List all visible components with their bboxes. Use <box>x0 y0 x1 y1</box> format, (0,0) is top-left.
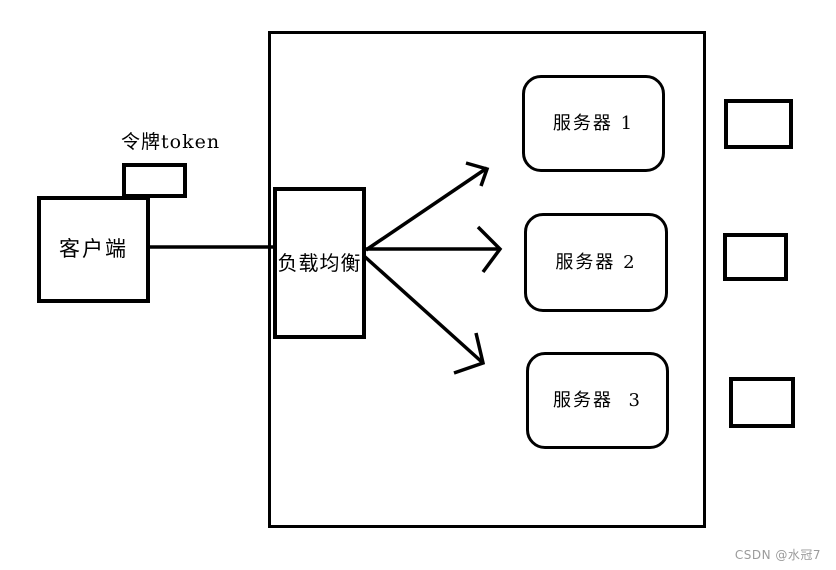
server-3-label: 服务器 3 <box>553 389 642 411</box>
side-box-2 <box>723 233 788 281</box>
server-1-label: 服务器 1 <box>552 112 635 134</box>
watermark: CSDN @水冠7 <box>734 548 821 562</box>
arrow-to-server-3 <box>362 254 486 375</box>
token-label: 令牌token <box>121 131 221 153</box>
server-2-box: 服务器 2 <box>524 213 668 312</box>
arrow-to-server-2 <box>366 225 503 274</box>
server-3-box: 服务器 3 <box>526 352 669 449</box>
server-1-box: 服务器 1 <box>522 75 665 172</box>
server-2-label: 服务器 2 <box>555 251 637 273</box>
client-box: 客户端 <box>37 196 150 303</box>
token-box <box>122 163 187 198</box>
outer-container-box <box>268 31 706 528</box>
load-balancer-box: 负载均衡 <box>273 187 366 339</box>
side-box-1 <box>724 99 793 149</box>
arrow-to-server-1 <box>365 161 490 252</box>
client-label: 客户端 <box>59 237 128 261</box>
side-box-3 <box>729 377 795 428</box>
load-balancer-label: 负载均衡 <box>277 251 362 275</box>
